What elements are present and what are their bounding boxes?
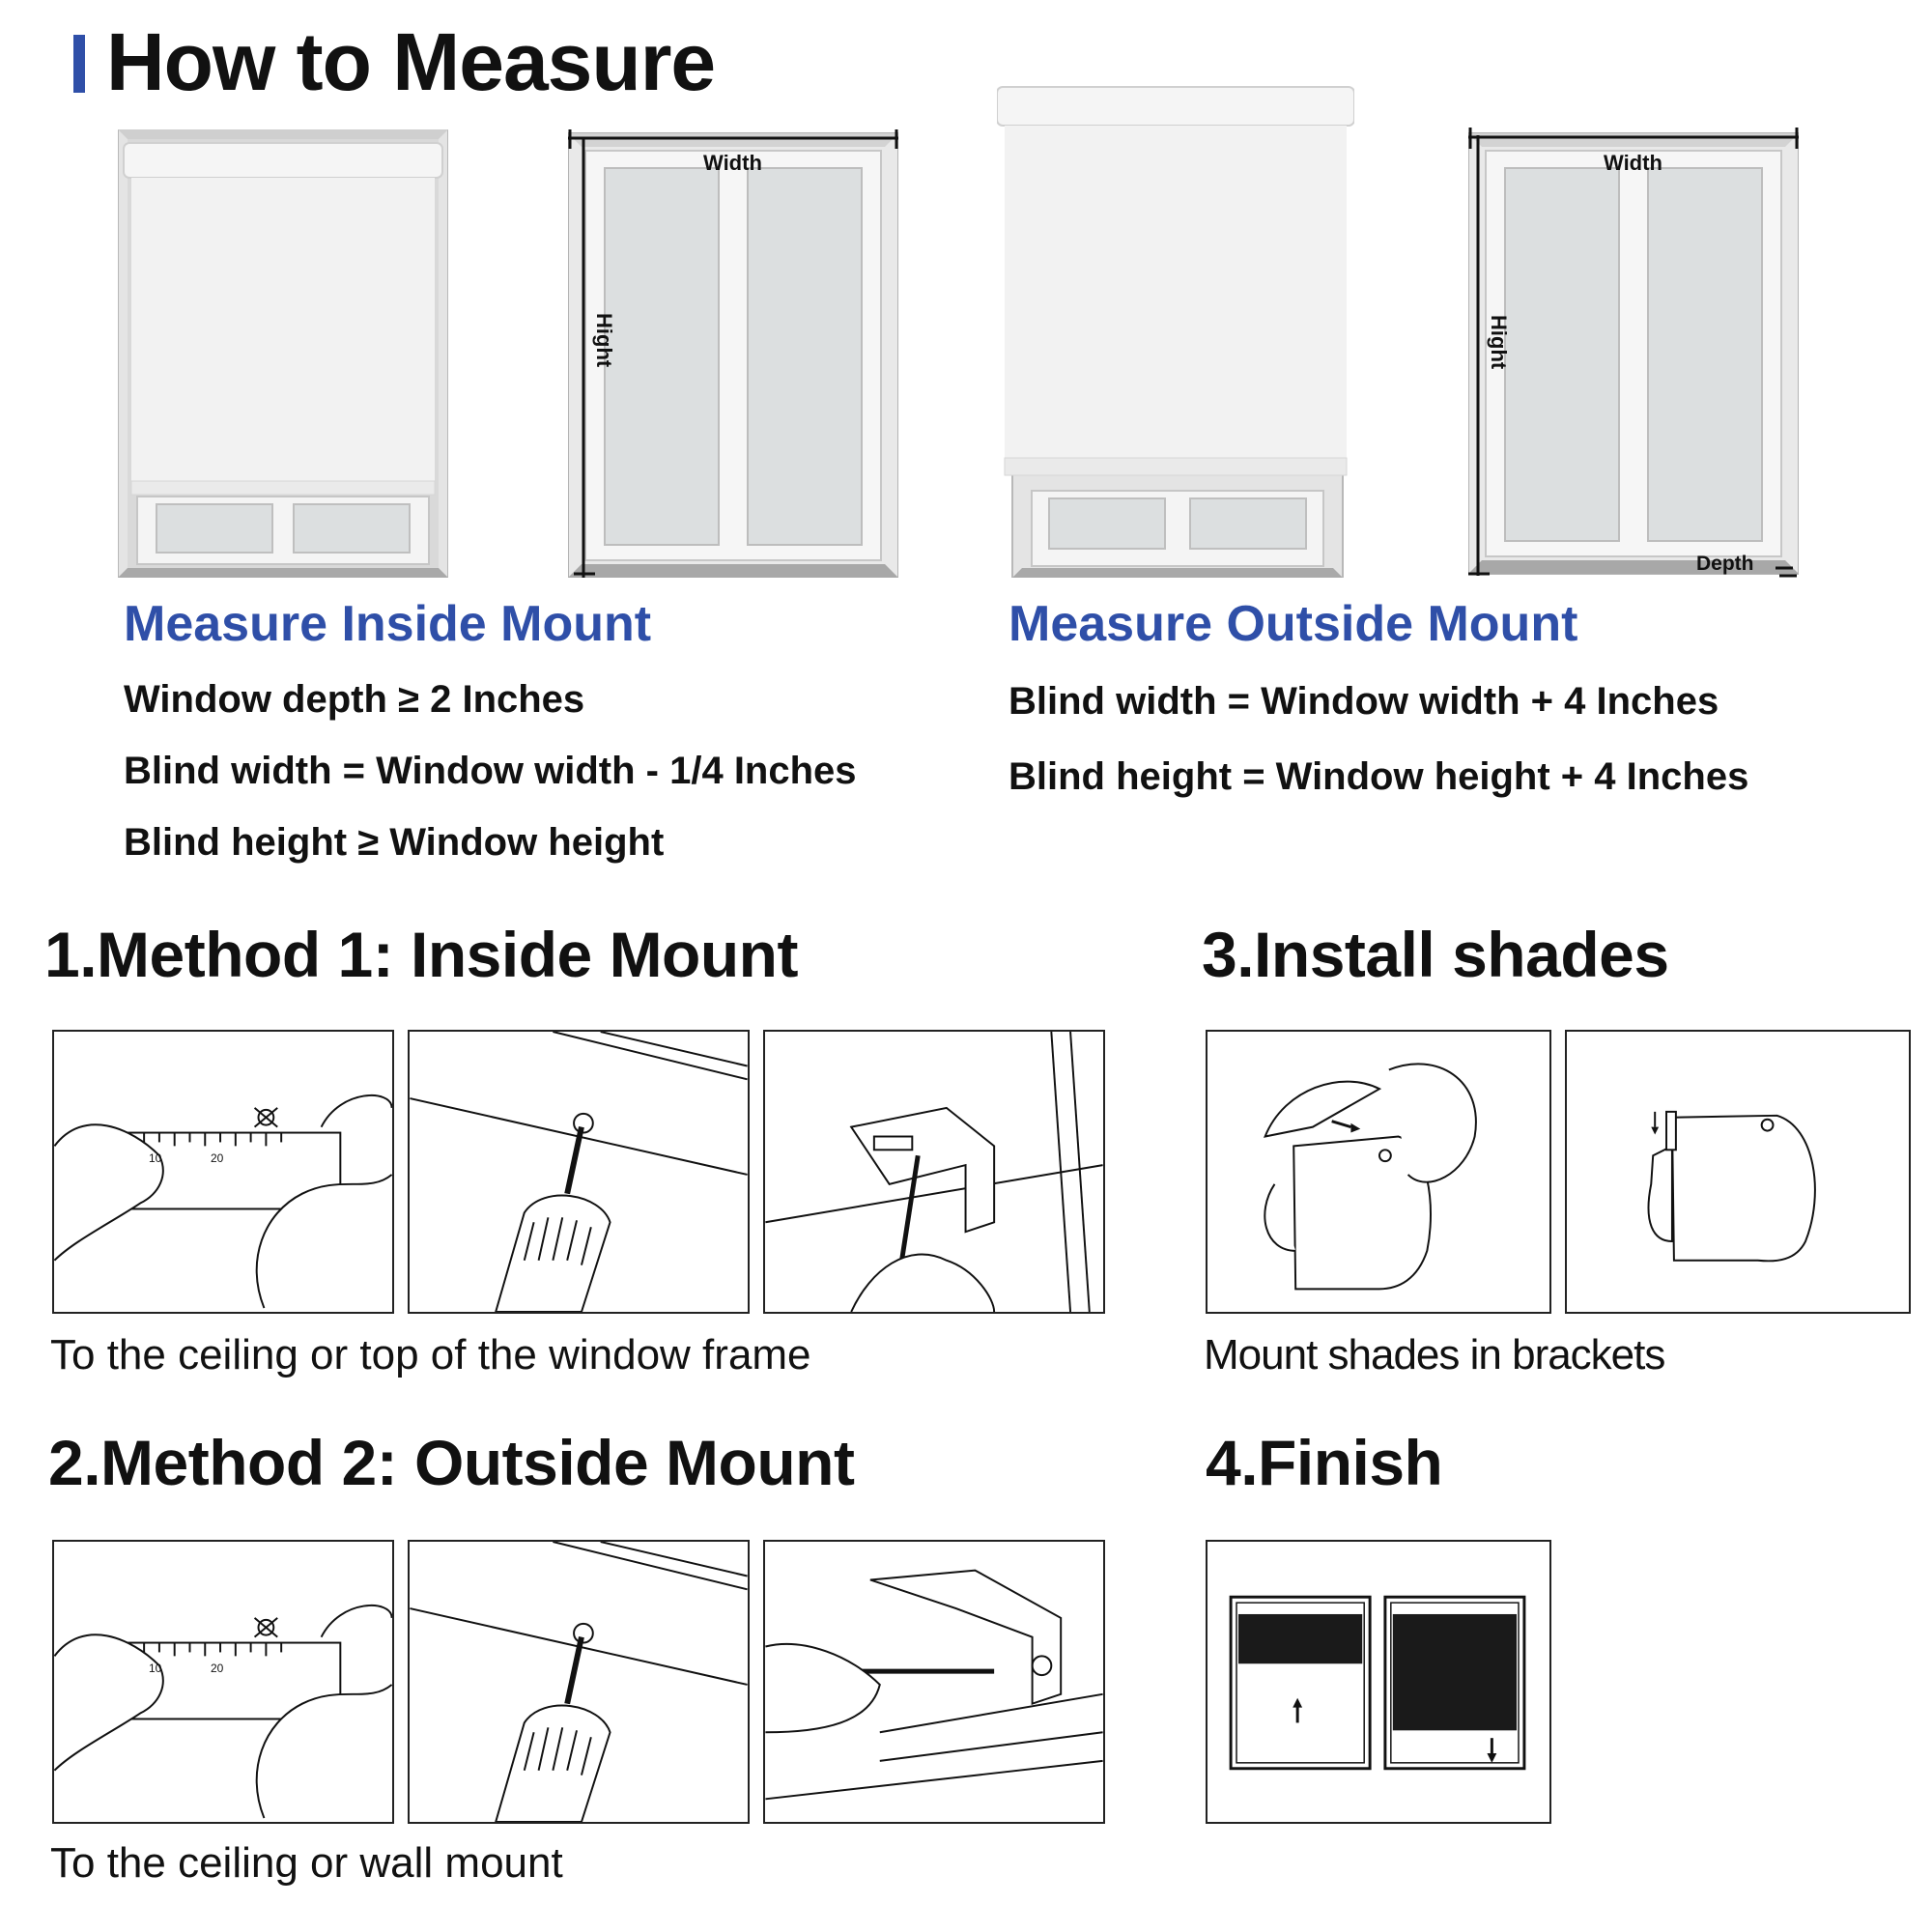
step-1-caption: To the ceiling or top of the window fram… [50,1331,811,1378]
inside-formula-height: Blind height ≥ Window height [124,821,665,864]
step-1-measure-panel: 10 20 [52,1030,394,1314]
height-label-outside: Hight [1487,315,1511,370]
title-accent-bar [73,35,85,93]
ruler-tick-20: 20 [211,1151,224,1165]
step-3-mounted-panel [1565,1030,1911,1314]
inside-mount-measure-illustration: Width Hight [568,129,898,578]
outside-formula-height: Blind height = Window height + 4 Inches [1009,755,1749,798]
height-label: Hight [592,313,616,368]
step-4-heading: 4.Finish [1206,1427,1443,1498]
step-2-heading: 2.Method 2: Outside Mount [48,1427,855,1498]
step-2-caption: To the ceiling or wall mount [50,1839,563,1887]
inside-formula-width: Blind width = Window width - 1/4 Inches [124,750,857,792]
step-3-heading: 3.Install shades [1202,919,1669,990]
inside-mount-shade-illustration [118,129,448,578]
step-1-heading: 1.Method 1: Inside Mount [44,919,798,990]
step-1-drill-panel [408,1030,750,1314]
step-3-insert-panel [1206,1030,1551,1314]
outside-mount-title: Measure Outside Mount [1009,596,1578,652]
ruler-tick-10: 10 [149,1662,162,1675]
step-4-finish-panel [1206,1540,1551,1824]
inside-mount-title: Measure Inside Mount [124,596,652,652]
step-2-drill-panel [408,1540,750,1824]
step-2-bracket-panel [763,1540,1105,1824]
step-1-bracket-panel [763,1030,1105,1314]
ruler-tick-10: 10 [149,1151,162,1165]
step-3-caption: Mount shades in brackets [1204,1331,1665,1378]
ruler-tick-20: 20 [211,1662,224,1675]
step-2-measure-panel: 10 20 [52,1540,394,1824]
outside-mount-measure-illustration: Width Hight Depth [1468,126,1799,578]
outside-formula-width: Blind width = Window width + 4 Inches [1009,680,1719,723]
width-label: Width [703,151,762,175]
page-title: How to Measure [106,16,716,107]
width-label-outside: Width [1604,151,1662,175]
depth-label: Depth [1696,553,1754,575]
inside-formula-depth: Window depth ≥ 2 Inches [124,678,585,721]
outside-mount-shade-illustration [997,85,1354,578]
